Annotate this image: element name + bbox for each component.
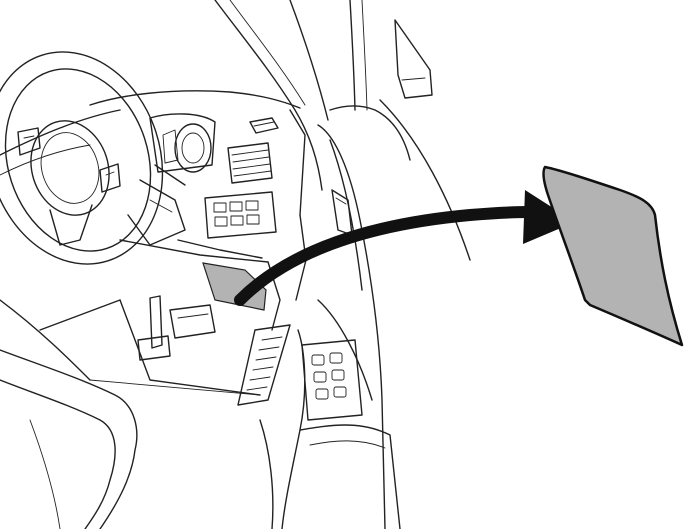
cover-panel-detail bbox=[544, 167, 682, 345]
center-vent bbox=[228, 143, 272, 183]
pedals bbox=[138, 296, 215, 360]
a-pillar-lines bbox=[215, 0, 410, 190]
door-armrest bbox=[260, 420, 400, 529]
top-vent bbox=[250, 118, 278, 133]
driver-seat bbox=[0, 350, 137, 529]
instrument-cluster bbox=[150, 114, 215, 172]
door-panel bbox=[282, 125, 385, 529]
curved-arrow-icon bbox=[240, 190, 575, 300]
climate-control-panel bbox=[205, 192, 276, 238]
steering-column bbox=[128, 165, 185, 245]
floor-lines bbox=[0, 300, 260, 395]
dashboard-outline bbox=[0, 91, 305, 215]
